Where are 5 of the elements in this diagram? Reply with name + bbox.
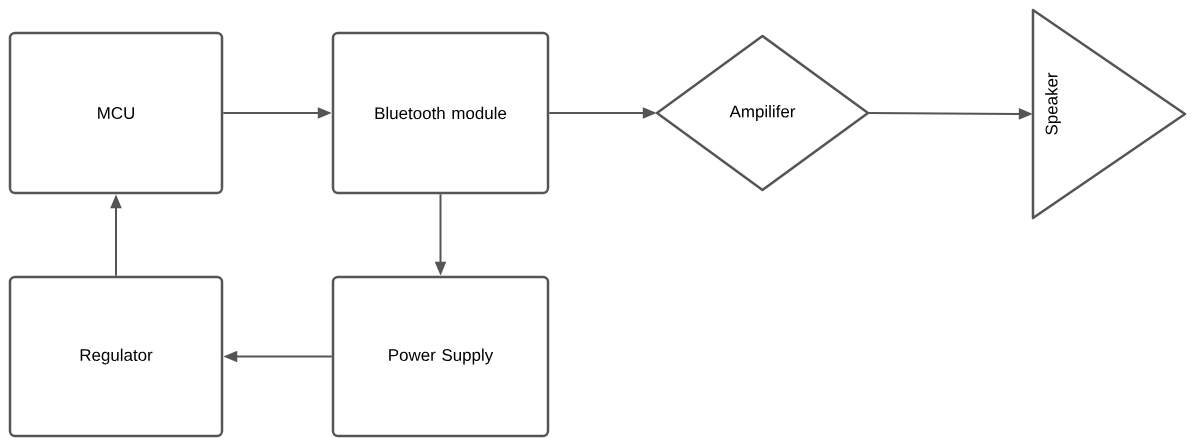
- process-box: Regulator: [8, 275, 224, 438]
- speaker-triangle: Speaker: [1031, 8, 1187, 220]
- process-box: Bluetooth module: [331, 31, 550, 195]
- process-box: Power Supply: [331, 275, 550, 438]
- process-box: MCU: [8, 31, 224, 195]
